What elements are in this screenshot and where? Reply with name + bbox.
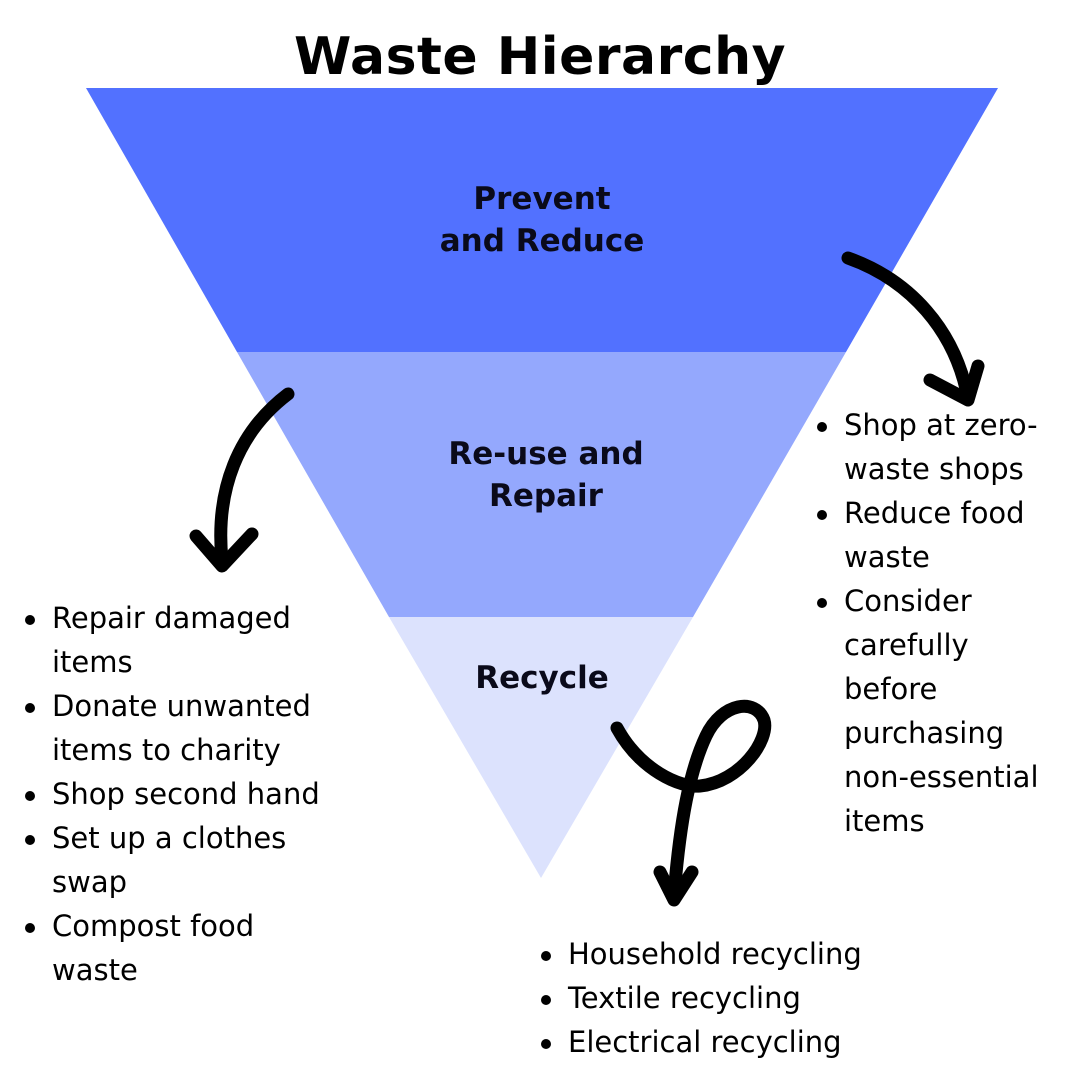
list-item: Shop second hand <box>22 772 342 816</box>
tier-reuse-repair-shape <box>237 352 846 617</box>
list-item: Shop at zero-waste shops <box>814 403 1064 491</box>
list-item: Reduce food waste <box>814 491 1064 579</box>
list-item: Electrical recycling <box>538 1020 938 1064</box>
recycle-list: Household recycling Textile recycling El… <box>538 932 938 1064</box>
tier-label-line: Recycle <box>475 660 609 696</box>
curved-arrow-left-icon <box>189 387 295 573</box>
tier-label-line: Repair <box>489 478 603 514</box>
tier-label-line: and Reduce <box>439 223 645 259</box>
tier-label-reuse-repair: Re-use and Repair <box>396 433 696 517</box>
tier-label-line: Prevent <box>473 181 611 217</box>
tier-label-prevent-reduce: Prevent and Reduce <box>392 178 692 262</box>
tier-label-line: Re-use and <box>448 436 644 472</box>
tier-prevent-reduce-shape <box>86 88 998 352</box>
prevent-reduce-list: Shop at zero-waste shops Reduce food was… <box>814 403 1064 843</box>
reuse-repair-list: Repair damaged items Donate unwanted ite… <box>22 596 342 992</box>
list-item: Donate unwanted items to charity <box>22 684 342 772</box>
page-title: Waste Hierarchy <box>293 27 786 87</box>
list-item: Repair damaged items <box>22 596 322 684</box>
list-item: Compost food waste <box>22 904 292 992</box>
tier-label-recycle: Recycle <box>392 657 692 699</box>
list-item: Set up a clothes swap <box>22 816 322 904</box>
list-item: Textile recycling <box>538 976 938 1020</box>
list-item: Consider carefully before purchasing non… <box>814 579 1044 843</box>
list-item: Household recycling <box>538 932 938 976</box>
loop-arrow-down-icon <box>610 699 772 907</box>
tier-recycle-shape <box>389 617 693 878</box>
curved-arrow-right-icon <box>841 251 985 407</box>
